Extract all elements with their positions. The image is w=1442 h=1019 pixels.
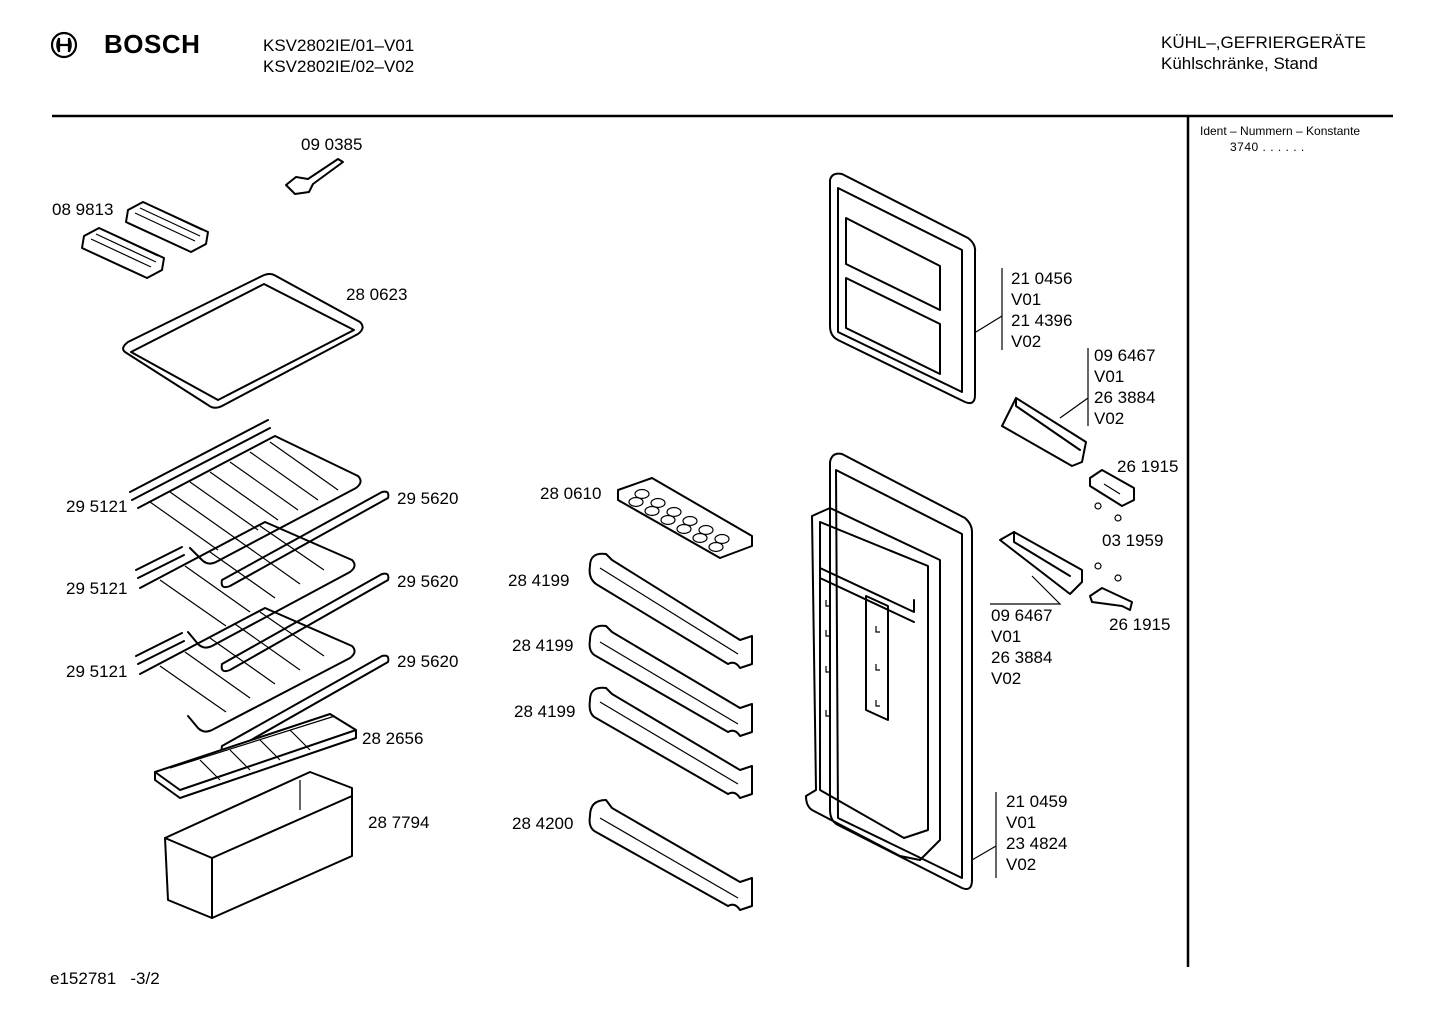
part-label: 26 3884 <box>991 648 1053 667</box>
part-label: 29 5620 <box>397 489 459 508</box>
part-label: 09 0385 <box>301 135 363 154</box>
leader-lines <box>971 268 1089 878</box>
top-handle-drawing <box>1001 397 1087 467</box>
glass-shelf-drawing-2 <box>135 521 390 673</box>
ice-scraper-drawing <box>285 158 344 195</box>
door-rack-drawing-4 <box>588 799 753 911</box>
drawing-id: e152781 -3/2 <box>50 969 160 988</box>
crisper-cover-drawing <box>154 713 357 799</box>
bosch-logo-icon <box>50 31 78 59</box>
part-label: 09 6467 <box>1094 346 1156 365</box>
part-label-block: 09 6467 V01 26 3884 V02 <box>991 605 1052 689</box>
part-label: V01 <box>1006 813 1037 832</box>
part-label: 21 0456 <box>1011 269 1073 288</box>
part-label: 28 7794 <box>368 813 430 832</box>
part-label: V02 <box>1011 332 1042 351</box>
part-label: 29 5121 <box>66 662 128 681</box>
top-hinge-drawing <box>1089 469 1135 522</box>
part-label: V02 <box>1006 855 1037 874</box>
door-rack-drawing-1 <box>588 552 753 669</box>
crisper-drawer-drawing <box>164 771 353 919</box>
egg-hole <box>660 514 676 526</box>
part-label: 26 3884 <box>1094 388 1156 407</box>
egg-hole <box>692 532 708 544</box>
part-label: V02 <box>1094 409 1125 428</box>
ident-label: Ident – Nummern – Konstante <box>1200 124 1361 138</box>
part-label: 21 0459 <box>1006 792 1068 811</box>
freezer-door-drawing <box>829 172 977 405</box>
egg-hole <box>676 523 692 535</box>
part-label-block: 21 0456 V01 21 4396 V02 <box>1011 268 1072 352</box>
part-label: V02 <box>991 669 1022 688</box>
part-label: 28 0623 <box>346 285 408 304</box>
part-label: 23 4824 <box>1006 834 1068 853</box>
ident-value: 3740 . . . . . . <box>1230 140 1305 154</box>
part-label-block: 21 0459 V01 23 4824 V02 <box>1006 791 1067 875</box>
part-label: 28 0610 <box>540 484 602 503</box>
freezer-grid-shelf-drawing <box>122 273 364 409</box>
part-label: 28 4200 <box>512 814 574 833</box>
part-label-block: 09 6467 V01 26 3884 V02 <box>1094 345 1155 429</box>
bottom-handle-drawing <box>999 531 1083 595</box>
egg-hole <box>666 506 682 518</box>
part-label: 09 6467 <box>991 606 1053 625</box>
fridge-door-drawing <box>805 452 973 890</box>
egg-hole <box>634 488 650 500</box>
part-label: 26 1915 <box>1117 457 1179 476</box>
part-label: 29 5121 <box>66 579 128 598</box>
egg-hole <box>714 533 730 545</box>
egg-hole <box>698 524 714 536</box>
egg-hole <box>708 541 724 553</box>
product-subcategory: Kühlschränke, Stand <box>1161 54 1318 73</box>
part-label: 29 5121 <box>66 497 128 516</box>
part-label: 28 4199 <box>514 702 576 721</box>
door-rack-drawing-3 <box>588 686 753 799</box>
part-label: 08 9813 <box>52 200 114 219</box>
product-category: KÜHL–,GEFRIERGERÄTE <box>1161 33 1366 52</box>
part-label: 28 2656 <box>362 729 424 748</box>
part-label: 28 4199 <box>512 636 574 655</box>
part-label: 03 1959 <box>1102 531 1164 550</box>
part-label: 21 4396 <box>1011 311 1073 330</box>
part-label: V01 <box>1094 367 1125 386</box>
part-label: 29 5620 <box>397 572 459 591</box>
part-label: V01 <box>1011 290 1042 309</box>
egg-hole <box>644 505 660 517</box>
model-number-v01: KSV2802IE/01–V01 <box>263 36 415 55</box>
part-label: 26 1915 <box>1109 615 1171 634</box>
egg-tray-drawing <box>617 477 753 559</box>
model-number-v02: KSV2802IE/02–V02 <box>263 57 415 76</box>
egg-hole <box>650 497 666 509</box>
door-rack-drawing-2 <box>588 624 753 737</box>
egg-hole <box>628 496 644 508</box>
part-label: 29 5620 <box>397 652 459 671</box>
egg-hole <box>682 515 698 527</box>
brand-name: BOSCH <box>104 29 201 59</box>
part-label: 28 4199 <box>508 571 570 590</box>
ice-tray-drawing <box>81 201 209 279</box>
bottom-hinge-drawing <box>1089 562 1133 611</box>
part-label: V01 <box>991 627 1022 646</box>
